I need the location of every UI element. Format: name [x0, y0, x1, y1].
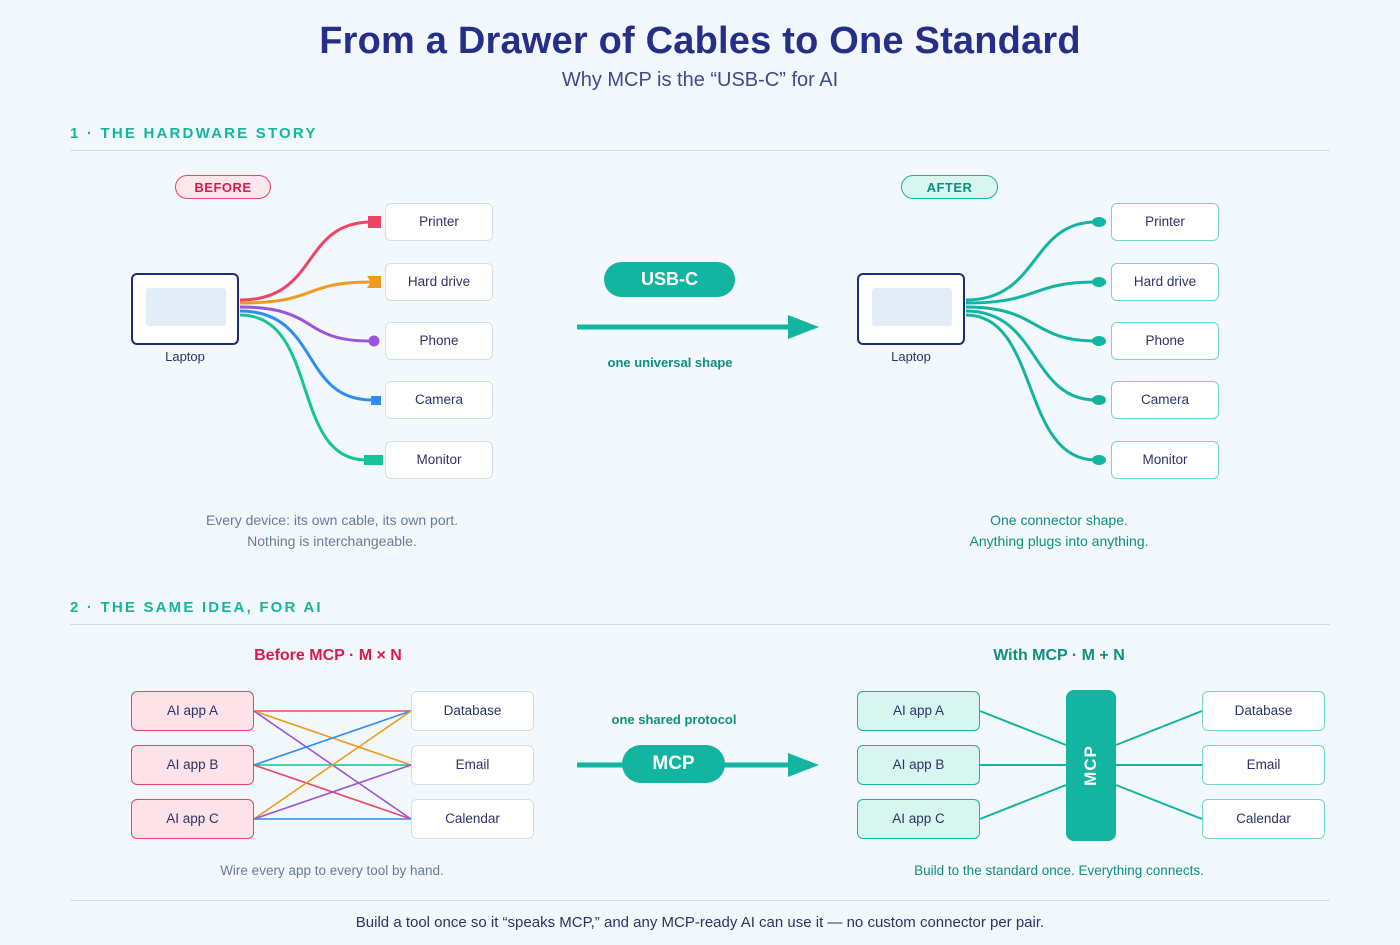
with-mcp-heading: With MCP · M + N: [993, 647, 1125, 664]
laptop-screen: [872, 288, 952, 326]
port-hard-drive: [367, 276, 381, 288]
port-camera: [371, 396, 381, 405]
after-device-monitor: Monitor: [1111, 441, 1219, 479]
section-2-divider: [70, 624, 1330, 625]
after-cables: [965, 217, 1106, 465]
after-tool-email: Email: [1202, 745, 1325, 785]
before-mcp-heading: Before MCP · M × N: [254, 647, 402, 664]
section-1-heading: 1 · THE HARDWARE STORY: [70, 125, 318, 142]
after-tool-calendar: Calendar: [1202, 799, 1325, 839]
mcp-hub: MCP: [1066, 690, 1116, 841]
before-pill: BEFORE: [175, 175, 271, 199]
after-app-a: AI app A: [857, 691, 980, 731]
with-mcp-note: Build to the standard once. Everything c…: [914, 863, 1204, 878]
before-app-b: AI app B: [131, 745, 254, 785]
usbc-arrow: [577, 315, 819, 339]
mcp-caption: one shared protocol: [611, 712, 737, 727]
cable-hard-drive: [239, 280, 373, 305]
before-note-1: Every device: its own cable, its own por…: [205, 512, 459, 528]
section-1-divider: [70, 150, 1330, 151]
before-device-camera: Camera: [385, 381, 493, 419]
footer-text: Build a tool once so it “speaks MCP,” an…: [355, 914, 1045, 931]
before-tool-database: Database: [411, 691, 534, 731]
mcp-badge: MCP: [622, 745, 725, 783]
usbc-caption: one universal shape: [607, 355, 733, 370]
usbc-badge: USB-C: [604, 262, 735, 297]
cable-monitor: [239, 313, 367, 462]
port-monitor: [364, 455, 383, 465]
page-subtitle: Why MCP is the “USB-C” for AI: [561, 69, 839, 91]
after-note-2: Anything plugs into anything.: [969, 533, 1149, 549]
before-laptop: [131, 273, 239, 345]
laptop-screen: [146, 288, 226, 326]
before-app-a: AI app A: [131, 691, 254, 731]
after-device-hard-drive: Hard drive: [1111, 263, 1219, 301]
after-device-phone: Phone: [1111, 322, 1219, 360]
after-pill: AFTER: [901, 175, 998, 199]
page-title: From a Drawer of Cables to One Standard: [319, 20, 1081, 62]
before-laptop-label: Laptop: [165, 349, 205, 364]
cable-camera: [239, 309, 373, 402]
port-phone: [368, 335, 380, 347]
before-mcp-note: Wire every app to every tool by hand.: [220, 863, 444, 878]
after-app-b: AI app B: [857, 745, 980, 785]
footer-divider: [70, 900, 1330, 901]
mcp-hub-label: MCP: [1081, 745, 1100, 786]
port-printer: [368, 216, 381, 228]
before-device-monitor: Monitor: [385, 441, 493, 479]
before-device-printer: Printer: [385, 203, 493, 241]
hub-wiring: [979, 710, 1203, 820]
before-app-c: AI app C: [131, 799, 254, 839]
after-device-camera: Camera: [1111, 381, 1219, 419]
cable-phone: [239, 305, 371, 343]
before-note-2: Nothing is interchangeable.: [247, 533, 417, 549]
mxn-wiring: [253, 710, 412, 820]
after-app-c: AI app C: [857, 799, 980, 839]
before-tool-email: Email: [411, 745, 534, 785]
before-cables: [239, 216, 383, 465]
after-note-1: One connector shape.: [990, 512, 1128, 528]
section-2-heading: 2 · THE SAME IDEA, FOR AI: [70, 599, 323, 616]
before-tool-calendar: Calendar: [411, 799, 534, 839]
cable-printer: [239, 220, 373, 302]
after-laptop-label: Laptop: [891, 349, 931, 364]
before-device-phone: Phone: [385, 322, 493, 360]
after-laptop: [857, 273, 965, 345]
after-device-printer: Printer: [1111, 203, 1219, 241]
before-device-hard-drive: Hard drive: [385, 263, 493, 301]
after-tool-database: Database: [1202, 691, 1325, 731]
